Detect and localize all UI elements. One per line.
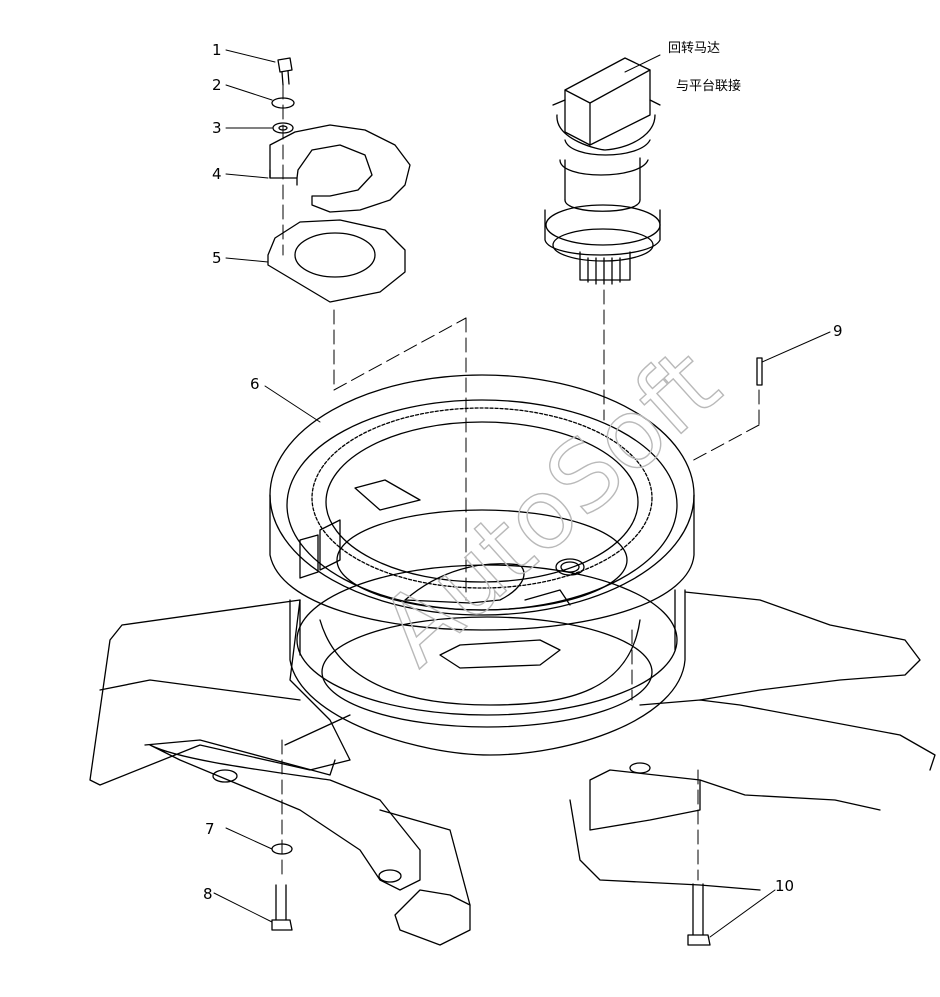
note-swing-motor: 回转马达 (668, 41, 720, 56)
pin-9 (756, 357, 763, 386)
bolt-1 (277, 57, 293, 86)
slewing-bearing-lower-ring (289, 564, 686, 756)
leader-lines (213, 49, 831, 938)
callout-10: 10 (775, 877, 794, 895)
swing-motor (544, 57, 661, 285)
callout-1: 1 (212, 41, 222, 59)
callout-3: 3 (212, 119, 222, 137)
callout-8: 8 (203, 885, 213, 903)
callout-4: 4 (212, 165, 222, 183)
center-lines (281, 84, 760, 881)
note-platform-connection: 与平台联接 (676, 78, 741, 94)
retainer-plate-5 (267, 219, 406, 303)
base-frame (89, 591, 936, 946)
callout-6: 6 (250, 375, 260, 393)
callout-labels: 1 2 3 4 5 6 7 8 9 10 (203, 41, 843, 903)
bolt-10 (687, 883, 711, 946)
slewing-ring-gear (269, 374, 695, 631)
callout-5: 5 (212, 249, 222, 267)
callout-7: 7 (205, 820, 215, 838)
callout-9: 9 (833, 322, 843, 340)
bolt-8 (271, 884, 293, 931)
callout-2: 2 (212, 76, 222, 94)
retainer-plate-4 (269, 124, 411, 213)
